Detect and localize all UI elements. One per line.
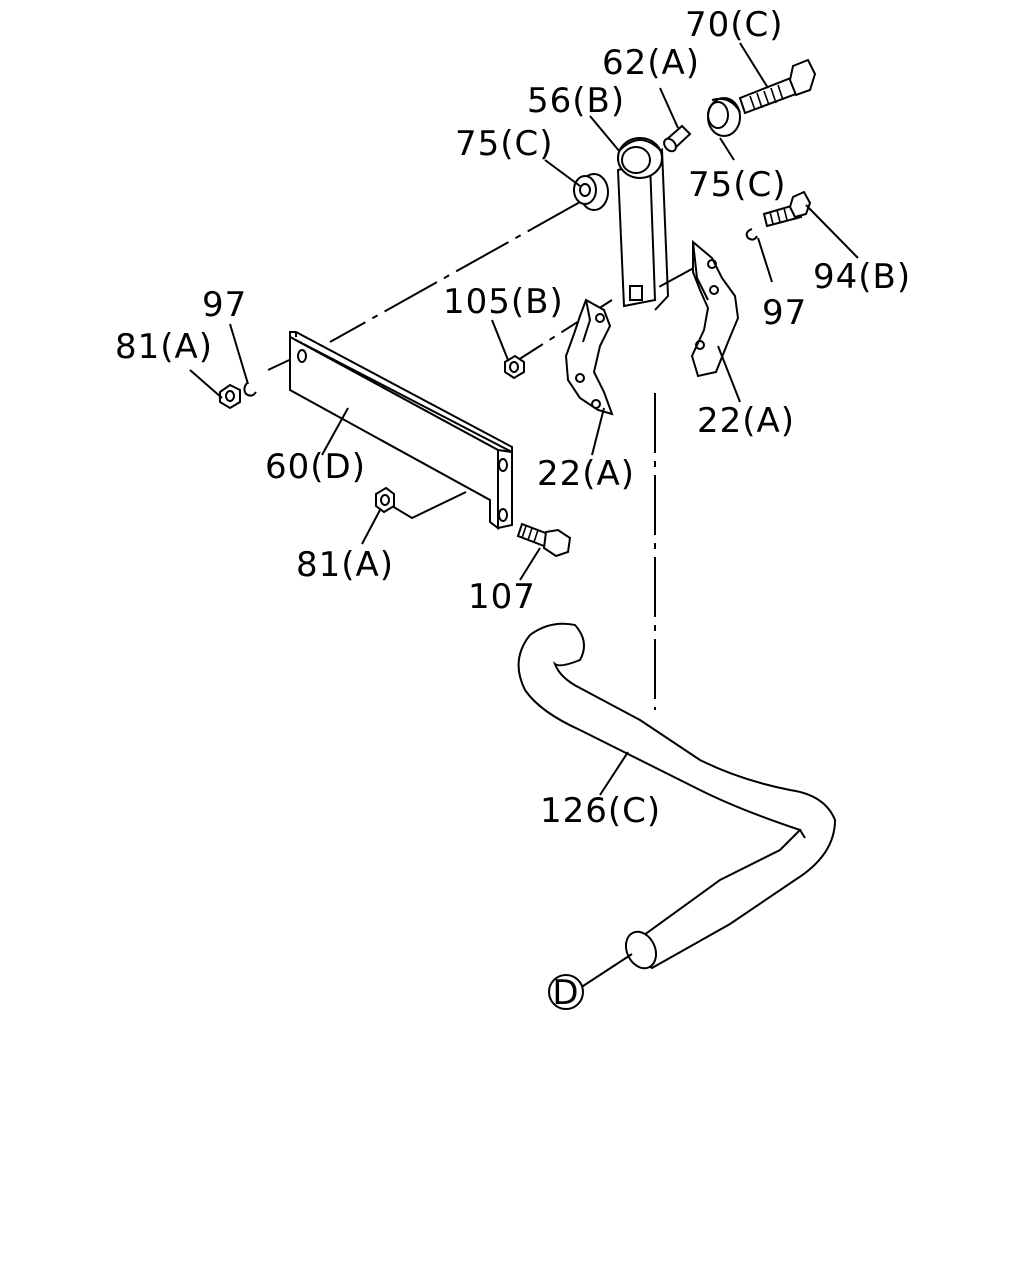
washer-97-right xyxy=(745,228,758,241)
label-56b: 56(B) xyxy=(527,81,625,121)
bolt-70c xyxy=(738,58,817,115)
bushing-75c-left xyxy=(573,173,609,211)
leader-lines xyxy=(189,42,859,989)
nut-81a-bottom xyxy=(375,486,395,514)
part-labels: 70(C) 62(A) 56(B) 75(C) 75(C) 94(B) 97 9… xyxy=(115,5,911,831)
label-75c-top: 75(C) xyxy=(455,124,554,164)
label-22a-mid: 22(A) xyxy=(537,454,635,494)
plate-60d xyxy=(289,331,513,530)
washer-97-left xyxy=(243,381,257,397)
nut-81a-top xyxy=(219,383,241,410)
reference-marker-d: D xyxy=(548,973,584,1013)
label-70c: 70(C) xyxy=(685,5,784,45)
label-75c-right: 75(C) xyxy=(688,165,787,205)
label-97-right: 97 xyxy=(762,293,807,333)
pin-62a xyxy=(663,124,692,153)
label-97-left: 97 xyxy=(202,285,247,325)
bracket-22a-mid xyxy=(564,298,614,416)
bracket-22a-right xyxy=(690,239,740,378)
label-107: 107 xyxy=(468,577,536,617)
bolt-107 xyxy=(516,522,572,558)
label-62a: 62(A) xyxy=(602,43,700,83)
bushing-75c-upper xyxy=(707,97,741,137)
label-60d: 60(D) xyxy=(265,447,366,487)
label-81a-top: 81(A) xyxy=(115,327,213,367)
label-81a-bottom: 81(A) xyxy=(296,545,394,585)
reference-marker-d-label: D xyxy=(552,973,579,1013)
label-105b: 105(B) xyxy=(443,282,564,322)
label-94b: 94(B) xyxy=(813,257,911,297)
label-126c: 126(C) xyxy=(540,791,661,831)
link-56b xyxy=(616,137,670,311)
label-22a-right: 22(A) xyxy=(697,401,795,441)
bolt-94b xyxy=(762,190,812,228)
nut-105b xyxy=(504,354,525,380)
